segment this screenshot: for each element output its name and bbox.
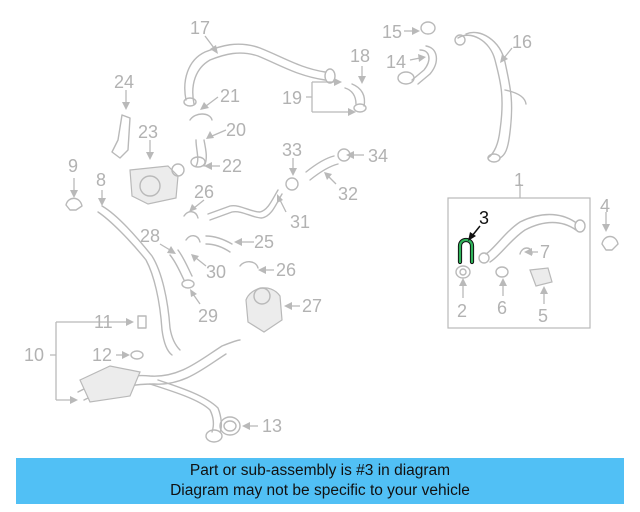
callout-21[interactable]: 21 [220, 86, 240, 106]
callout-24[interactable]: 24 [114, 72, 134, 92]
part-5-sensor [529, 267, 553, 287]
callout-14[interactable]: 14 [386, 52, 406, 72]
callout-26-lower[interactable]: 26 [276, 260, 296, 280]
callout-15[interactable]: 15 [382, 22, 402, 42]
part-23-pump [129, 163, 185, 205]
callout-34[interactable]: 34 [368, 146, 388, 166]
part-2-seal [455, 265, 471, 279]
callout-1[interactable]: 1 [514, 170, 524, 190]
banner-line-disclaimer: Diagram may not be specific to your vehi… [170, 482, 470, 499]
callout-10[interactable]: 10 [24, 345, 44, 365]
part-16-hose [454, 31, 527, 163]
callout-11[interactable]: 11 [94, 312, 113, 332]
callout-33[interactable]: 33 [282, 140, 302, 160]
part-10-lower-pipe [77, 339, 241, 443]
callout-2[interactable]: 2 [457, 301, 467, 321]
callout-25[interactable]: 25 [254, 232, 274, 252]
part-18-hose [344, 83, 367, 113]
callout-13[interactable]: 13 [262, 416, 282, 436]
part-4-clamp [601, 235, 619, 251]
info-banner: Part or sub-assembly is #3 in diagram Di… [16, 458, 624, 504]
leader-lines [50, 27, 610, 430]
callout-6[interactable]: 6 [497, 298, 507, 318]
callout-5[interactable]: 5 [538, 306, 548, 326]
part-27-thermostat-housing [245, 287, 283, 333]
part-28-29-30-hose [169, 235, 201, 289]
callout-31[interactable]: 31 [290, 212, 310, 232]
part-25-26-hose [183, 211, 259, 269]
part-6-seal [495, 266, 509, 278]
callout-8[interactable]: 8 [96, 170, 106, 190]
part-24-bracket [111, 114, 131, 159]
banner-line-part-number: Part or sub-assembly is #3 in diagram [189, 462, 451, 479]
callout-20[interactable]: 20 [226, 120, 246, 140]
callout-4[interactable]: 4 [600, 196, 610, 216]
part-9-clamp [65, 197, 83, 211]
callout-18[interactable]: 18 [350, 46, 370, 66]
callout-26-upper[interactable]: 26 [194, 182, 214, 202]
callout-12[interactable]: 12 [92, 345, 112, 365]
part-3-highlighted-clip[interactable] [457, 237, 475, 265]
callout-7[interactable]: 7 [540, 242, 550, 262]
callout-3[interactable]: 3 [479, 208, 489, 228]
part-8-long-pipe [97, 205, 181, 356]
callout-32[interactable]: 32 [338, 184, 358, 204]
callout-30[interactable]: 30 [206, 262, 226, 282]
callout-17[interactable]: 17 [190, 18, 210, 38]
callout-29[interactable]: 29 [198, 306, 218, 326]
part-32-33-34-hose [285, 148, 351, 191]
part-12-washer [130, 350, 144, 360]
part-17-upper-hose [183, 43, 336, 107]
part-14-15-fitting [397, 21, 437, 85]
part-11-bolt [137, 315, 147, 329]
callout-labels: 1 2 3 4 5 6 7 8 9 10 11 12 13 14 15 16 1… [24, 18, 610, 436]
callout-28[interactable]: 28 [140, 226, 160, 246]
subassembly-box-1 [447, 184, 591, 329]
part-1-hose [478, 213, 586, 264]
part-31-tube [207, 189, 283, 221]
callout-22[interactable]: 22 [222, 156, 242, 176]
part-13-oring [219, 416, 241, 436]
callout-16[interactable]: 16 [512, 32, 532, 52]
callout-19[interactable]: 19 [282, 88, 302, 108]
callout-23[interactable]: 23 [138, 122, 158, 142]
parts-diagram: 1 2 3 4 5 6 7 8 9 10 11 12 13 14 15 16 1… [24, 18, 619, 443]
callout-9[interactable]: 9 [68, 156, 78, 176]
callout-27[interactable]: 27 [302, 296, 322, 316]
part-20-21-22-clamps [189, 113, 213, 168]
leader-3-highlighted [468, 225, 481, 241]
